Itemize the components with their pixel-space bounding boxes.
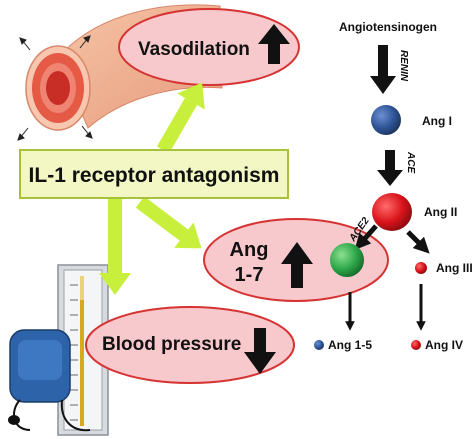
vasodilation-label: Vasodilation (138, 39, 250, 60)
ang17-label-line2: 1-7 (235, 264, 264, 286)
ang3-label: Ang III (436, 261, 473, 275)
arrow-to-vasodilation (156, 82, 205, 154)
central-box (19, 149, 289, 199)
ang15-label: Ang 1-5 (328, 338, 372, 352)
angiotensinogen-label: Angiotensinogen (339, 20, 437, 34)
blood-pressure-ellipse (85, 306, 295, 384)
ang15-node (314, 340, 324, 350)
arrow-to-ang17 (135, 196, 202, 249)
ang4-node (411, 340, 421, 350)
ace-label: ACE (405, 151, 416, 173)
renin-arrow (370, 45, 396, 94)
ace-arrow (377, 150, 403, 186)
ang1-label: Ang I (422, 114, 452, 128)
ang17-label-line1: Ang (230, 239, 269, 261)
ace2-arrow (354, 224, 378, 250)
connector-arrows (99, 82, 205, 295)
arrow-to-blood-pressure (99, 198, 131, 295)
central-label: IL-1 receptor antagonism (29, 164, 280, 187)
up-arrow-icon (281, 242, 313, 288)
down-arrow-icon (244, 328, 276, 374)
ang17-node (330, 243, 364, 277)
ang2-label: Ang II (424, 205, 457, 219)
up-arrow-icon (258, 24, 290, 64)
ang3-node (415, 262, 427, 274)
ang1-node (371, 105, 401, 135)
ang4-label: Ang IV (425, 338, 463, 352)
ang2-to-ang3-arrow (406, 230, 430, 254)
blood-pressure-label: Blood pressure (102, 334, 241, 355)
renin-label: RENIN (398, 50, 409, 82)
ang2-node (372, 193, 412, 231)
vasodilation-ellipse (118, 8, 300, 86)
